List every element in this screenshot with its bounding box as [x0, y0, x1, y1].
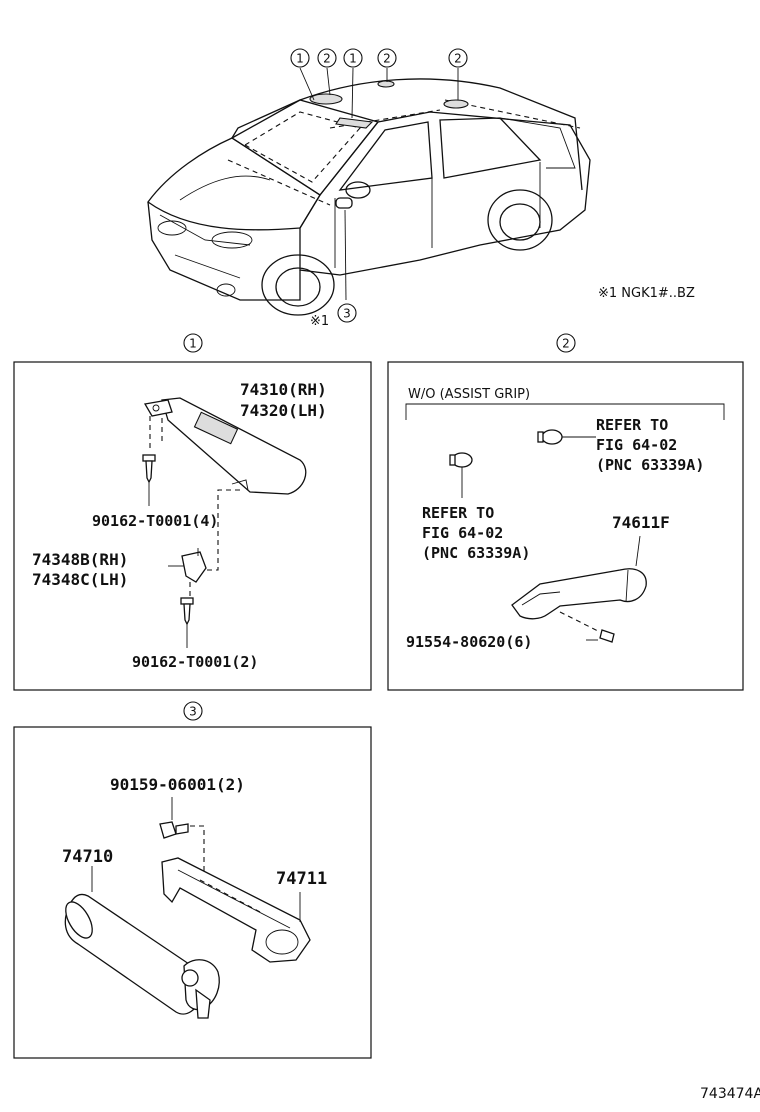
label-grip-screw: 91554-80620(6) — [406, 633, 532, 651]
ref-a-line-2: FIG 64-02 — [596, 436, 677, 454]
svg-text:1: 1 — [189, 337, 197, 351]
screw-a-illustration — [142, 454, 156, 506]
label-visor-rh: 74310(RH) — [240, 380, 327, 399]
cap-a-illustration — [537, 429, 596, 445]
note-marker: ※1 — [310, 314, 329, 329]
svg-text:3: 3 — [343, 307, 351, 321]
cylinder-illustration — [64, 866, 220, 1019]
sun-visor-illustration — [143, 397, 307, 571]
svg-text:1: 1 — [296, 52, 304, 66]
callout-2a: 2 — [317, 48, 337, 68]
svg-text:1: 1 — [349, 52, 357, 66]
label-visor-lh: 74320(LH) — [240, 401, 327, 420]
label-screw-b: 90162-T0001(2) — [132, 653, 258, 671]
svg-text:2: 2 — [562, 337, 570, 351]
ref-b-line-2: FIG 64-02 — [422, 524, 503, 542]
label-bracket: 74711 — [276, 869, 327, 889]
ref-b-line-1: REFER TO — [422, 504, 494, 522]
ref-a-line-1: REFER TO — [596, 416, 668, 434]
svg-text:2: 2 — [454, 52, 462, 66]
ref-b-line-3: (PNC 63339A) — [422, 544, 530, 562]
svg-text:3: 3 — [189, 705, 197, 719]
ref-a-line-3: (PNC 63339A) — [596, 456, 704, 474]
screw-b-illustration — [180, 597, 194, 648]
bracket-illustration — [161, 857, 311, 963]
section-3-panel — [13, 726, 372, 1059]
section-2-condition: W/O (ASSIST GRIP) — [408, 387, 530, 402]
label-holder-rh: 74348B(RH) — [32, 550, 128, 569]
model-note: ※1 NGK1#..BZ — [598, 286, 695, 301]
section-1-header: 1 — [183, 333, 203, 353]
label-cylinder: 74710 — [62, 847, 113, 867]
section-3-header: 3 — [183, 701, 203, 721]
callout-1b: 1 — [343, 48, 363, 68]
label-grip: 74611F — [612, 513, 670, 532]
cap-b-illustration — [449, 452, 473, 498]
callout-2b: 2 — [377, 48, 397, 68]
figure-code: 743474A — [700, 1086, 760, 1102]
condition-bracket — [405, 403, 725, 420]
callout-2c: 2 — [448, 48, 468, 68]
assist-grip-illustration — [511, 535, 647, 643]
section-1-panel — [13, 361, 372, 691]
car-overview-illustration — [147, 67, 591, 316]
visor-holder-illustration — [168, 548, 207, 600]
section-2-panel — [387, 361, 744, 691]
bolt-illustration — [159, 797, 205, 880]
section-2-header: 2 — [556, 333, 576, 353]
callout-3: 3 — [337, 303, 357, 323]
label-holder-lh: 74348C(LH) — [32, 570, 128, 589]
svg-text:2: 2 — [323, 52, 331, 66]
label-screw-a: 90162-T0001(4) — [92, 512, 218, 530]
svg-text:2: 2 — [383, 52, 391, 66]
label-bolt: 90159-06001(2) — [110, 775, 245, 794]
callout-1a: 1 — [290, 48, 310, 68]
